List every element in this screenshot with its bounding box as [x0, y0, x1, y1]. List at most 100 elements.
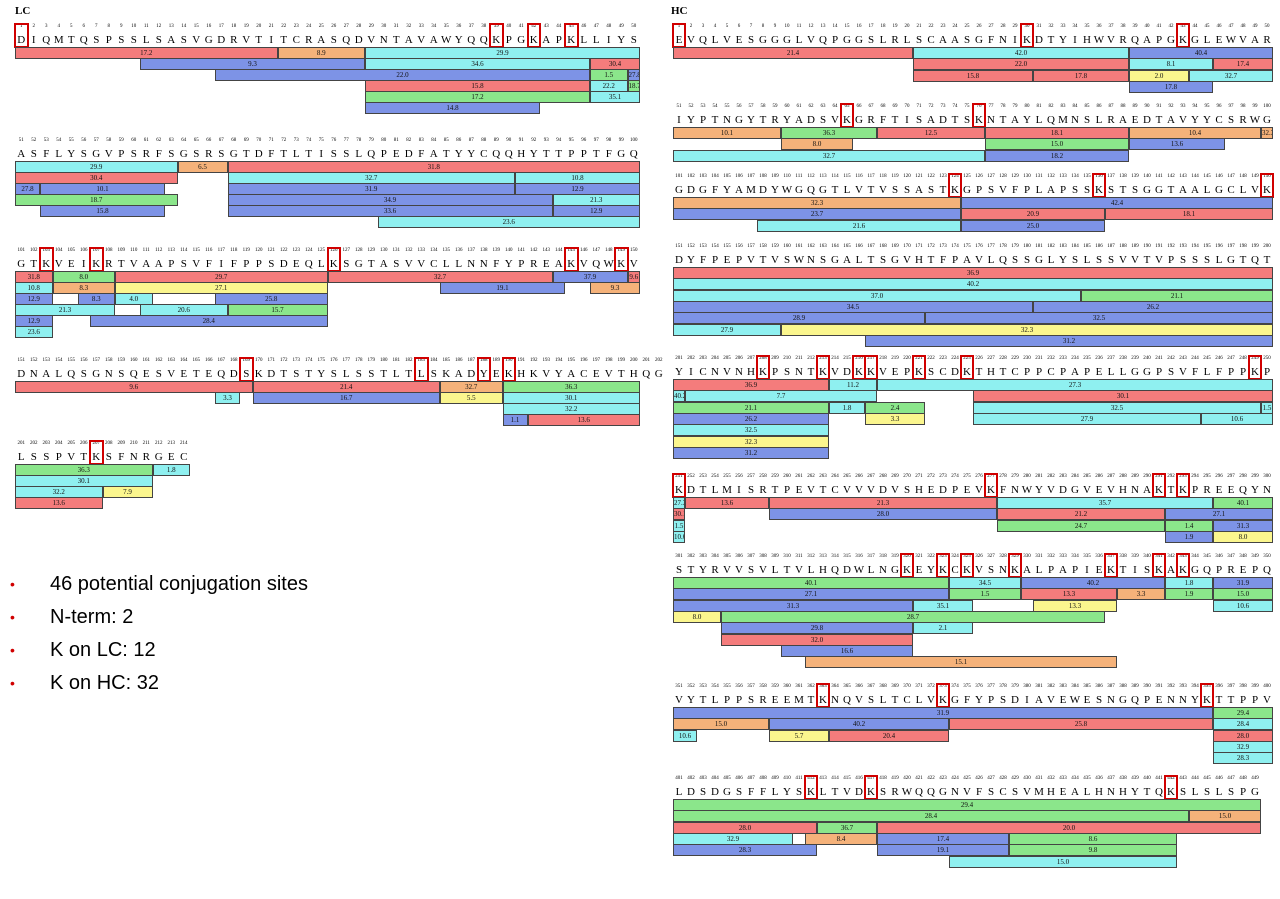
residue-number: 94 [1192, 104, 1198, 109]
residue: G [1227, 254, 1235, 266]
peptide-bar: 9.8 [1009, 844, 1177, 857]
residue: N [1107, 694, 1115, 706]
peptide-bar: 40.2 [769, 718, 949, 731]
residue-number: 112 [807, 174, 815, 179]
residue: Q [629, 148, 638, 160]
residue-number: 38 [481, 24, 487, 29]
conjugation-site-box [936, 683, 950, 708]
residue-number: 354 [711, 684, 719, 689]
residue: N [1263, 484, 1271, 496]
residue-number: 137 [1107, 174, 1115, 179]
peptide-bar: 1.8 [152, 464, 190, 476]
residue: W [1225, 34, 1237, 46]
residue-number: 72 [281, 138, 287, 143]
residue: D [17, 34, 26, 46]
residue: N [1011, 484, 1019, 496]
residue-number: 179 [367, 358, 376, 363]
residue: F [605, 148, 612, 160]
residue: V [1083, 484, 1091, 496]
residue-number: 95 [568, 138, 574, 143]
residue: P [735, 694, 743, 706]
residue-number: 198 [1239, 244, 1247, 249]
residue-number: 332 [1047, 554, 1055, 559]
residue-number: 264 [831, 474, 839, 479]
residue-number: 259 [771, 474, 779, 479]
residue: D [759, 184, 767, 196]
residue: K [567, 258, 576, 270]
residue-number: 441 [1155, 776, 1163, 781]
residue: L [771, 564, 779, 576]
residue: S [963, 114, 971, 126]
residue-number: 96 [581, 138, 587, 143]
residue: T [192, 368, 200, 380]
residue: L [342, 368, 350, 380]
residue-number: 186 [455, 358, 463, 363]
residue-number: 206 [735, 356, 743, 361]
residue-number: 379 [1011, 684, 1019, 689]
residue: Q [1263, 564, 1271, 576]
residue: P [1251, 564, 1259, 576]
summary-item: •K on LC: 12 [6, 634, 308, 667]
residue: I [269, 34, 274, 46]
residue: E [915, 564, 923, 576]
conjugation-site-box [1152, 553, 1166, 578]
residue-number: 223 [939, 356, 947, 361]
residue-number: 273 [939, 474, 947, 479]
conjugation-summary: •46 potential conjugation sites •N-term:… [6, 568, 308, 700]
residue-number: 96 [1216, 104, 1222, 109]
residue-number: 87 [1108, 104, 1114, 109]
residue: N [987, 114, 995, 126]
residue: T [687, 564, 695, 576]
residue-number: 125 [317, 248, 326, 253]
residue: D [843, 564, 851, 576]
residue: Q [42, 34, 51, 46]
peptide-bar: 13.6 [685, 497, 769, 509]
residue-number: 109 [117, 248, 126, 253]
residue-number: 118 [230, 248, 238, 253]
residue-number: 200 [1263, 244, 1271, 249]
residue-number: 80 [381, 138, 387, 143]
peptide-bar: 26.2 [673, 412, 829, 425]
residue-number: 145 [1203, 174, 1211, 179]
bullet-icon: • [10, 675, 15, 691]
residue: H [1119, 484, 1127, 496]
residue: G [735, 114, 743, 126]
residue-number: 153 [42, 358, 51, 363]
residue: H [1119, 786, 1127, 798]
residue: Y [927, 564, 935, 576]
residue-number: 228 [999, 356, 1007, 361]
residue-number: 418 [879, 776, 887, 781]
residue-number: 119 [242, 248, 250, 253]
residue: S [30, 148, 37, 160]
residue-number: 121 [915, 174, 923, 179]
residue: V [104, 148, 113, 160]
residue-number: 103 [699, 174, 707, 179]
residue: K [963, 366, 971, 378]
residue: L [879, 34, 887, 46]
residue: N [807, 254, 815, 266]
residue-number: 167 [867, 244, 875, 249]
residue: R [759, 694, 767, 706]
residue: V [1251, 184, 1259, 196]
residue: T [280, 148, 288, 160]
residue-number: 112 [155, 248, 163, 253]
residue-number: 66 [856, 104, 862, 109]
residue: V [975, 564, 983, 576]
residue-number: 44 [1192, 24, 1198, 29]
residue: P [1239, 786, 1247, 798]
residue: E [1059, 694, 1067, 706]
residue: A [567, 368, 576, 380]
residue: S [1107, 254, 1115, 266]
residue: Q [492, 148, 501, 160]
residue-number: 290 [1143, 474, 1151, 479]
residue: S [193, 148, 200, 160]
residue: V [1263, 694, 1271, 706]
residue: E [1131, 114, 1139, 126]
residue: K [807, 786, 815, 798]
residue: L [1047, 254, 1055, 266]
residue-number: 211 [142, 441, 150, 446]
residue-number: 212 [155, 441, 163, 446]
residue-number: 300 [1263, 474, 1271, 479]
residue-number: 44 [556, 24, 562, 29]
residue: G [951, 694, 959, 706]
